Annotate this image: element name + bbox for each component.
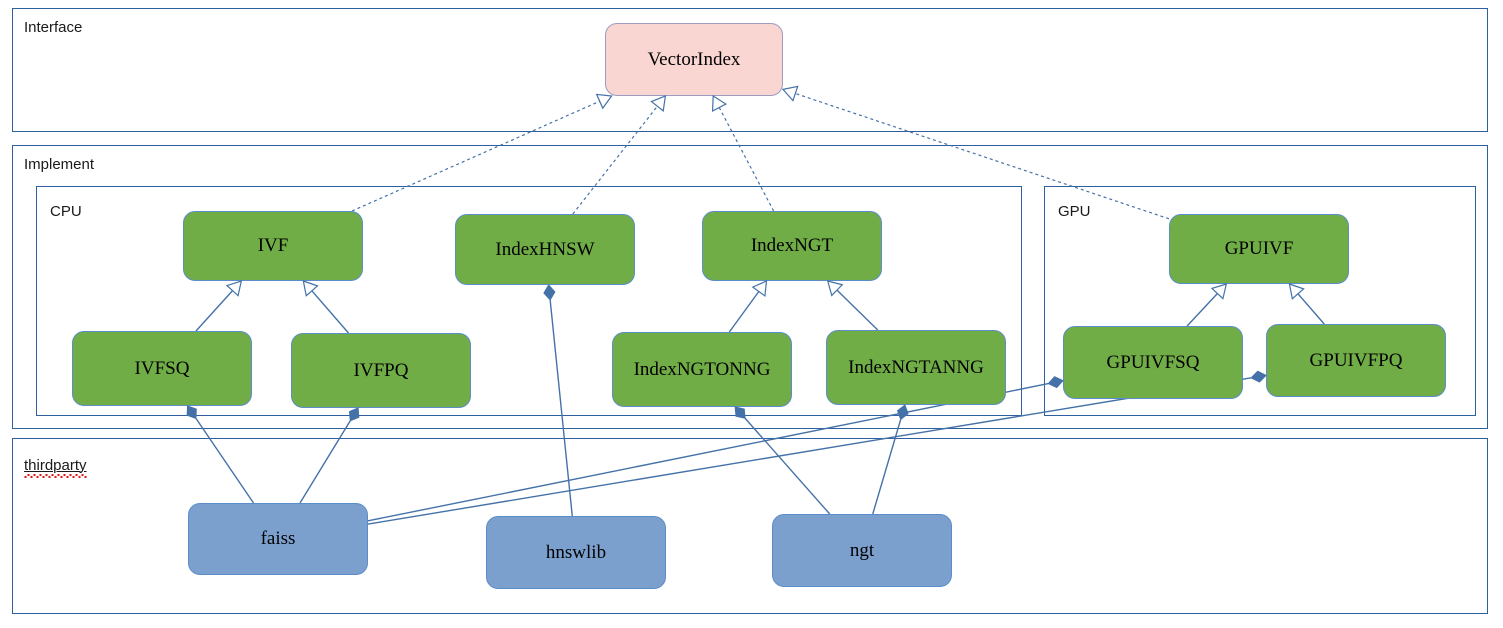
class-node-label: ngt — [849, 539, 875, 561]
class-node-label: GPUIVFPQ — [1309, 349, 1403, 371]
class-node-label: IVF — [257, 235, 289, 256]
class-node-ivfsq[interactable]: IVFSQ — [72, 331, 252, 406]
class-node-vectorindex[interactable]: VectorIndex — [605, 23, 783, 96]
class-node-faiss[interactable]: faiss — [188, 503, 368, 575]
container-label-interface: Interface — [24, 19, 83, 36]
container-label-cpu: CPU — [50, 203, 82, 220]
container-label-gpu: GPU — [1058, 203, 1091, 220]
class-node-label: IndexNGTANNG — [848, 356, 984, 378]
class-node-indexngt[interactable]: IndexNGT — [702, 211, 882, 281]
class-node-label: IndexNGT — [750, 235, 834, 256]
container-label-implement: Implement — [24, 156, 95, 173]
class-node-ivf[interactable]: IVF — [183, 211, 363, 281]
class-node-label: IndexNGTONNG — [633, 358, 771, 380]
class-node-hnswlib[interactable]: hnswlib — [486, 516, 666, 589]
class-node-ivfpq[interactable]: IVFPQ — [291, 333, 471, 408]
class-node-label: GPUIVF — [1224, 238, 1294, 259]
class-node-label: faiss — [260, 528, 296, 549]
class-node-ngt[interactable]: ngt — [772, 514, 952, 587]
class-node-label: IndexHNSW — [495, 238, 595, 260]
class-node-gpuivf[interactable]: GPUIVF — [1169, 214, 1349, 284]
class-node-label: VectorIndex — [647, 48, 741, 70]
class-node-label: IVFPQ — [353, 359, 409, 381]
container-label-thirdparty: thirdparty — [24, 457, 87, 478]
class-node-gpuivfsq[interactable]: GPUIVFSQ — [1063, 326, 1243, 399]
class-node-indexngtonng[interactable]: IndexNGTONNG — [612, 332, 792, 407]
container-gpu — [1044, 186, 1476, 416]
container-label-thirdparty-text: thirdparty — [24, 457, 87, 474]
spellcheck-squiggle-icon — [24, 474, 87, 478]
class-node-label: GPUIVFSQ — [1106, 351, 1200, 373]
class-node-gpuivfpq[interactable]: GPUIVFPQ — [1266, 324, 1446, 397]
class-node-label: hnswlib — [545, 541, 607, 563]
class-node-label: IVFSQ — [134, 357, 190, 379]
class-node-indexngtanng[interactable]: IndexNGTANNG — [826, 330, 1006, 405]
class-node-indexhnsw[interactable]: IndexHNSW — [455, 214, 635, 285]
